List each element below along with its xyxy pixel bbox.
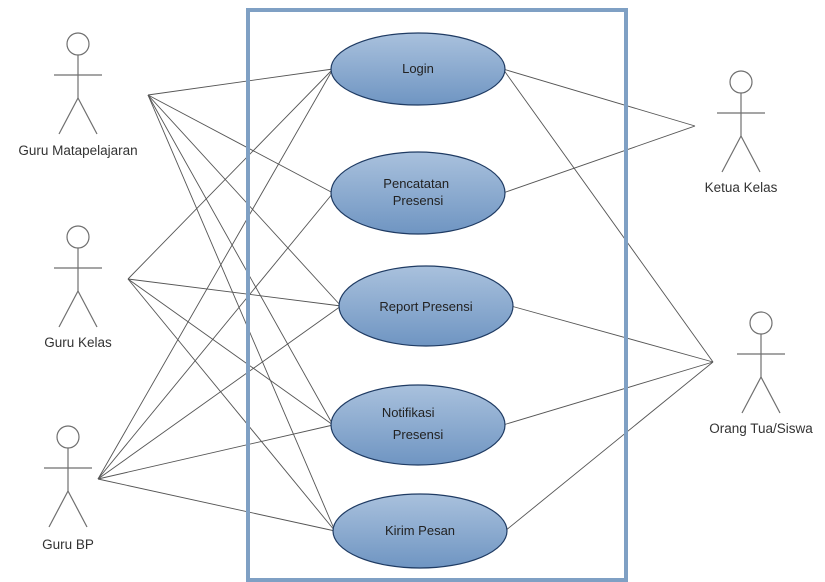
association-guru-matapelajaran-pencatatan-presensi [147, 94, 334, 194]
actor-orang-tua-siswa-label: Orang Tua/Siswa [709, 421, 813, 436]
actor-guru-bp[interactable] [44, 425, 92, 528]
svg-text:Notifikasi Presensi: Notifikasi Presensi [382, 405, 444, 442]
actor-guru-matapelajaran[interactable] [54, 32, 102, 135]
association-orang-tua-siswa-notifikasi-presensi [502, 361, 714, 426]
association-orang-tua-siswa-login [502, 68, 714, 363]
stick-figure-icon [54, 32, 102, 135]
stick-figure-icon [44, 425, 92, 528]
association-guru-matapelajaran-report-presensi [147, 94, 342, 307]
actors: Guru Matapelajaran Guru Kelas Guru BP [18, 32, 813, 552]
svg-text:Kirim Pesan: Kirim Pesan [385, 523, 455, 538]
use-case-login-label: Login [402, 61, 434, 76]
stick-figure-icon [54, 225, 102, 328]
actor-ketua-kelas-label: Ketua Kelas [705, 180, 778, 195]
use-case-notifikasi-presensi-label-line-2: Presensi [393, 427, 444, 442]
actor-orang-tua-siswa[interactable] [737, 311, 785, 414]
actor-guru-kelas[interactable] [54, 225, 102, 328]
use-case-pencatatan-presensi[interactable]: Pencatatan Presensi [330, 151, 506, 235]
actor-guru-kelas-label: Guru Kelas [44, 335, 112, 350]
svg-text:Report Presensi: Report Presensi [379, 299, 472, 314]
association-guru-kelas-kirim-pesan [127, 278, 336, 532]
svg-text:Login: Login [402, 61, 434, 76]
use-case-pencatatan-presensi-label-line-1: Pencatatan [383, 176, 449, 191]
system-boundary [246, 8, 628, 582]
use-case-notifikasi-presensi[interactable]: Notifikasi Presensi [330, 384, 506, 466]
association-guru-kelas-notifikasi-presensi [127, 278, 334, 426]
association-guru-kelas-report-presensi [127, 278, 342, 307]
use-case-kirim-pesan-label: Kirim Pesan [385, 523, 455, 538]
svg-text:Pencatatan Presensi: Pencatatan Presensi [383, 176, 452, 208]
association-guru-bp-pencatatan-presensi [97, 192, 334, 480]
association-guru-matapelajaran-notifikasi-presensi [147, 94, 334, 426]
use-case-login[interactable]: Login [330, 32, 506, 106]
use-case-report-presensi[interactable]: Report Presensi [338, 265, 514, 347]
association-guru-matapelajaran-login [147, 68, 334, 96]
actor-guru-bp-label: Guru BP [42, 537, 94, 552]
use-case-pencatatan-presensi-label-line-2: Presensi [393, 193, 444, 208]
association-guru-matapelajaran-kirim-pesan [147, 94, 336, 532]
association-guru-bp-login [97, 68, 334, 480]
use-case-kirim-pesan[interactable]: Kirim Pesan [332, 493, 508, 569]
use-case-notifikasi-presensi-label-line-1: Notifikasi [382, 405, 435, 420]
association-guru-kelas-login [127, 68, 334, 280]
association-guru-bp-notifikasi-presensi [97, 424, 334, 480]
association-ketua-kelas-login [502, 68, 696, 127]
association-guru-bp-report-presensi [97, 305, 342, 480]
association-lines [97, 68, 714, 532]
association-orang-tua-siswa-report-presensi [510, 305, 714, 363]
actor-guru-matapelajaran-label: Guru Matapelajaran [18, 143, 137, 158]
stick-figure-icon [737, 311, 785, 414]
association-ketua-kelas-pencatatan-presensi [502, 125, 696, 194]
use-case-report-presensi-label: Report Presensi [379, 299, 472, 314]
association-orang-tua-siswa-kirim-pesan [504, 361, 714, 532]
stick-figure-icon [717, 70, 765, 173]
actor-ketua-kelas[interactable] [717, 70, 765, 173]
association-guru-bp-kirim-pesan [97, 478, 336, 532]
use-cases: Login Pencatatan Presensi Report Presens… [330, 32, 514, 569]
